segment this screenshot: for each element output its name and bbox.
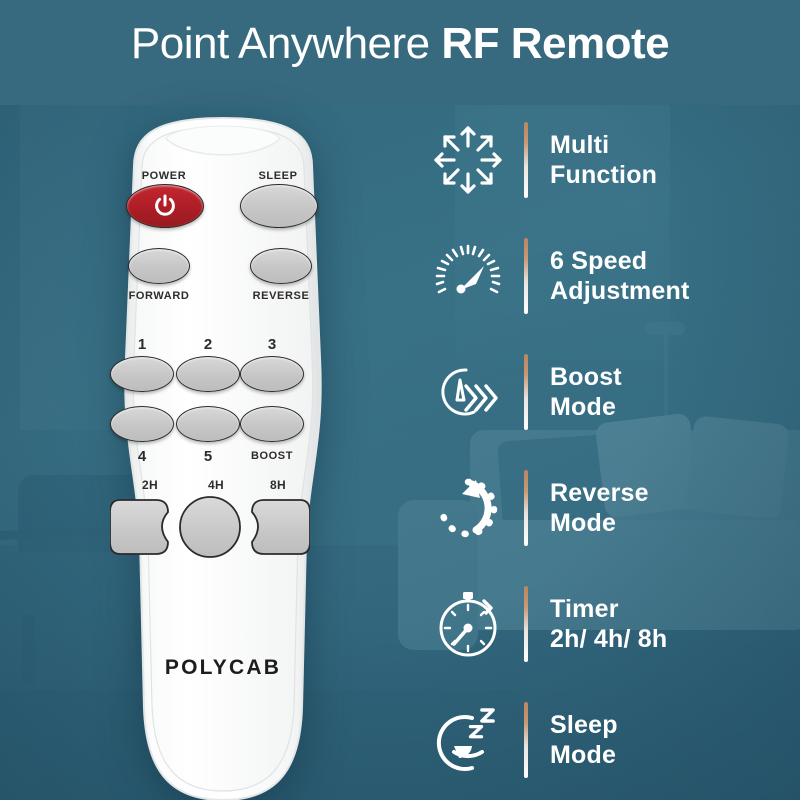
brand-logo: POLYCAB <box>164 656 282 679</box>
timer-8h-button[interactable] <box>251 499 310 555</box>
feature-divider <box>524 238 528 314</box>
speed-3-button[interactable] <box>240 356 304 392</box>
remote-shell <box>88 108 358 800</box>
feature-label: Boost Mode <box>550 362 622 422</box>
feature-item-timer: Timer 2h/ 4h/ 8h <box>420 576 800 672</box>
feature-label: Timer 2h/ 4h/ 8h <box>550 594 667 654</box>
speed-1-label: 1 <box>137 336 147 353</box>
feature-line-2: 2h/ 4h/ 8h <box>550 625 668 653</box>
feature-divider <box>524 470 528 546</box>
speed-2-button[interactable] <box>176 356 240 392</box>
speedometer-icon <box>420 228 516 324</box>
feature-line-2: Mode <box>550 741 617 769</box>
timer-2h-button[interactable] <box>110 499 169 555</box>
reverse-button[interactable] <box>250 248 312 284</box>
feature-line-1: Timer <box>550 595 619 623</box>
timer-button-group <box>110 496 310 558</box>
feature-divider <box>524 702 528 778</box>
feature-line-2: Mode <box>550 509 617 537</box>
speed-3-label: 3 <box>267 336 277 353</box>
feature-label: Multi Function <box>550 130 657 190</box>
sleep-button-label: SLEEP <box>258 170 298 182</box>
sleep-button[interactable] <box>240 184 318 228</box>
multi-direction-arrows-icon <box>420 112 516 208</box>
feature-line-1: Sleep <box>550 711 618 739</box>
forward-button-label: FORWARD <box>128 290 190 302</box>
remote-control: POWER SLEEP FORWARD REVERSE 1 <box>88 108 358 800</box>
feature-label: 6 Speed Adjustment <box>550 246 690 306</box>
feature-line-2: Adjustment <box>550 277 690 305</box>
power-button-label: POWER <box>141 170 187 182</box>
boost-button[interactable] <box>240 406 304 442</box>
boost-gauge-chevrons-icon <box>420 344 516 440</box>
sleep-face-zzz-icon <box>420 692 516 788</box>
remote-outline <box>124 116 322 800</box>
feature-item-reverse-mode: Reverse Mode <box>420 460 800 556</box>
feature-label: Sleep Mode <box>550 710 618 770</box>
speed-4-button[interactable] <box>110 406 174 442</box>
page-title: Point Anywhere RF Remote <box>0 14 800 74</box>
title-light-text: Point Anywhere <box>130 19 442 68</box>
forward-button[interactable] <box>128 248 190 284</box>
power-icon <box>127 185 203 227</box>
timer-8h-label: 8H <box>270 478 286 492</box>
feature-line-1: Reverse <box>550 479 649 507</box>
feature-item-multi-function: Multi Function <box>420 112 800 208</box>
speed-2-label: 2 <box>203 336 213 353</box>
timer-4h-label: 4H <box>208 478 224 492</box>
feature-line-2: Mode <box>550 393 617 421</box>
feature-divider <box>524 122 528 198</box>
power-button[interactable] <box>126 184 204 228</box>
feature-line-1: Boost <box>550 363 622 391</box>
feature-label: Reverse Mode <box>550 478 649 538</box>
title-bold-text: RF Remote <box>441 19 670 68</box>
boost-button-label: BOOST <box>250 450 294 462</box>
feature-item-boost-mode: Boost Mode <box>420 344 800 440</box>
stopwatch-icon <box>420 576 516 672</box>
feature-divider <box>524 354 528 430</box>
speed-5-button[interactable] <box>176 406 240 442</box>
timer-2h-label: 2H <box>142 478 158 492</box>
feature-divider <box>524 586 528 662</box>
remote-button-face: POWER SLEEP FORWARD REVERSE 1 <box>88 108 358 800</box>
feature-line-1: 6 Speed <box>550 247 648 275</box>
feature-item-6-speed-adjustment: 6 Speed Adjustment <box>420 228 800 324</box>
feature-line-1: Multi <box>550 131 610 159</box>
feature-item-sleep-mode: Sleep Mode <box>420 692 800 788</box>
speed-1-button[interactable] <box>110 356 174 392</box>
reverse-circular-arrow-icon <box>420 460 516 556</box>
reverse-button-label: REVERSE <box>252 290 310 302</box>
speed-5-label: 5 <box>203 448 213 465</box>
timer-4h-button[interactable] <box>179 496 241 558</box>
speed-4-label: 4 <box>137 448 147 465</box>
feature-line-2: Function <box>550 161 658 189</box>
background-top-band <box>0 0 800 105</box>
